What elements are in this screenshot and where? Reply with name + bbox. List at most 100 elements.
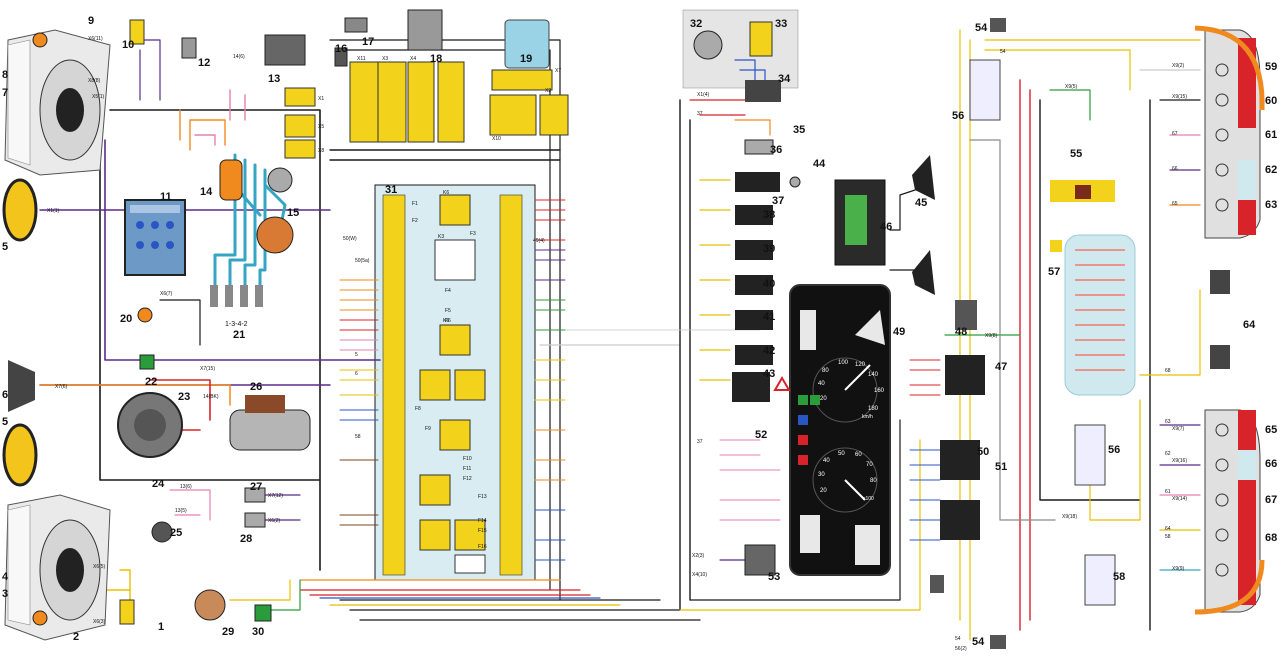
speedo-tick: 80 <box>822 368 829 374</box>
connector-label: X6(3) <box>93 619 106 625</box>
speaker-icon <box>912 155 935 200</box>
connector-label: X6(5) <box>93 564 106 570</box>
connector-label: 68 <box>1165 368 1171 374</box>
connector-x10 <box>489 94 537 136</box>
gauge-ticks: 20 40 80 100 120 140 160 180 20 30 40 50… <box>818 360 885 502</box>
tacho-unit: x100 <box>863 496 874 502</box>
component-label: 23 <box>178 391 190 403</box>
rear-window-heater-grid <box>1075 249 1125 371</box>
connector-x2 <box>539 94 569 136</box>
connector-label: 6 <box>355 371 358 377</box>
component-label: 54 <box>972 636 985 648</box>
rear-lamp-bulbs <box>1215 63 1229 577</box>
component-label: 14 <box>200 186 213 198</box>
speaker-icon <box>912 250 935 295</box>
connector-label: F1 <box>412 201 418 207</box>
relay <box>439 419 471 451</box>
connector-labels: X1(1) X7(6) X7(15) X6(7) X8(8) X5(1) X6(… <box>47 36 1187 652</box>
hazard-switch-43 <box>732 372 770 402</box>
connector-label: X7(12) <box>268 493 283 499</box>
switch-icon <box>735 275 773 295</box>
component-label: 4 <box>2 571 9 583</box>
fog-lamp-top <box>2 178 38 242</box>
component-label: 20 <box>120 313 132 325</box>
connector-label: X6(7) <box>160 291 173 297</box>
component-label: 50 <box>977 446 989 458</box>
speedo-tick: 160 <box>874 388 885 394</box>
glovebox-lamp-36 <box>744 139 774 155</box>
horn <box>8 360 35 412</box>
connector-label: F11 <box>463 466 471 472</box>
switches-column <box>732 139 801 576</box>
relay-k3 <box>434 239 476 281</box>
relay <box>419 519 451 551</box>
connector-label: 1-3-4-2 <box>225 321 248 328</box>
connector-x3 <box>377 61 407 143</box>
hazard-icon <box>773 376 791 391</box>
side-lamp-9 <box>32 32 48 48</box>
component-label: 31 <box>385 184 397 196</box>
brake-switch-28 <box>244 512 266 528</box>
connector-label: 58 <box>355 434 361 440</box>
speedo-tick: 180 <box>868 406 879 412</box>
switch-icon <box>735 345 773 365</box>
brake-fluid-17 <box>344 17 368 33</box>
connector-label: 50(W) <box>343 236 357 242</box>
connector-label: X9(16) <box>1172 458 1187 464</box>
connector-label: X9(7) <box>1172 426 1185 432</box>
relay-k5 <box>439 324 471 356</box>
component-label: 18 <box>430 53 442 65</box>
fuse-block <box>454 554 486 574</box>
component-label: 9 <box>88 15 94 27</box>
speedo-tick: 120 <box>855 362 866 368</box>
battery <box>124 199 186 276</box>
component-label: 29 <box>222 626 234 638</box>
component-label: 5 <box>2 241 8 253</box>
component-label: 26 <box>250 381 262 393</box>
connector-label: 56(2) <box>955 646 967 652</box>
component-label: 63 <box>1265 199 1277 211</box>
headlamp-left-top <box>4 29 111 176</box>
tacho-tick: 60 <box>855 452 862 458</box>
washer-pump-12 <box>181 37 197 59</box>
spark-plug-icon <box>210 285 218 307</box>
component-label: 68 <box>1265 532 1277 544</box>
component-label: 57 <box>1048 266 1060 278</box>
connector-label: 62 <box>1165 451 1171 457</box>
component-label: 65 <box>1265 424 1277 436</box>
component-label: 49 <box>893 326 905 338</box>
tacho-tick: 70 <box>866 462 873 468</box>
connector-label: 61 <box>1165 489 1171 495</box>
component-label: 59 <box>1265 61 1277 73</box>
spark-plugs <box>210 285 263 307</box>
fan-switch-30 <box>254 604 272 622</box>
component-label: 55 <box>1070 148 1082 160</box>
distributor-icon <box>256 216 294 254</box>
component-label: 44 <box>813 158 826 170</box>
speedo-tick: 100 <box>838 360 849 366</box>
connector-label: X8 <box>318 148 324 154</box>
connector-label: 65 <box>1172 201 1178 207</box>
component-label: 64 <box>1243 319 1256 331</box>
speedo-tick: 140 <box>868 372 879 378</box>
dome-lamp-56b <box>1074 424 1106 486</box>
connector-label: X10 <box>492 136 501 142</box>
component-label: 33 <box>775 18 787 30</box>
rear-lamp-right-bottom <box>1204 409 1261 613</box>
connector-label: 67 <box>1172 131 1178 137</box>
connector-label: X2 <box>545 88 551 94</box>
connector-label: 14(BK) <box>203 394 219 400</box>
component-label: 27 <box>250 481 262 493</box>
carb-valve-25 <box>151 521 173 543</box>
component-label: 11 <box>160 191 172 203</box>
connector-label: F8 <box>415 406 421 412</box>
component-label: 2 <box>73 631 79 643</box>
component-label: 30 <box>252 626 264 638</box>
component-label: 28 <box>240 533 252 545</box>
coil-icon <box>219 159 243 201</box>
door-switch-54a <box>990 18 1006 32</box>
handbrake-switch-48 <box>955 300 977 330</box>
dome-lamp-58 <box>1084 554 1116 606</box>
wiper-relay-13 <box>264 34 306 66</box>
temp-gauge-sensor-16 <box>334 47 348 67</box>
